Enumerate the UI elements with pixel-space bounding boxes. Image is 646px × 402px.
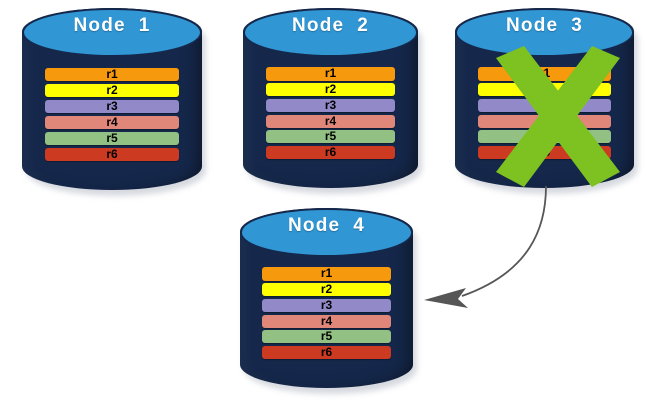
- row-r6[interactable]: r6: [265, 145, 396, 160]
- row-r6[interactable]: r6: [478, 145, 611, 160]
- row-r3[interactable]: r3: [265, 98, 396, 113]
- node-1-top-ellipse: [22, 8, 202, 58]
- row-r3[interactable]: r3: [262, 298, 391, 313]
- row-r1[interactable]: r1: [45, 67, 179, 82]
- node-2[interactable]: Node 2 r1 r2 r3 r4 r5 r6: [243, 8, 422, 194]
- row-r5[interactable]: r5: [262, 330, 391, 344]
- node-1[interactable]: Node 1 r1 r2 r3 r4 r5 r6: [22, 8, 206, 196]
- node-4[interactable]: Node 4 r1 r2 r3 r4 r5 r6: [240, 208, 417, 394]
- row-r2[interactable]: r2: [45, 83, 179, 98]
- row-r1[interactable]: r1: [478, 67, 611, 81]
- row-r3[interactable]: r3: [45, 99, 179, 114]
- row-r4[interactable]: r4: [265, 114, 396, 128]
- row-r4[interactable]: r4: [262, 314, 391, 328]
- row-r1[interactable]: r1: [265, 67, 396, 81]
- node-4-top-ellipse: [240, 208, 413, 257]
- node-4-rows: r1 r2 r3 r4 r5 r6: [262, 267, 391, 360]
- row-r5[interactable]: r5: [45, 131, 179, 145]
- node-3-top-ellipse: [455, 8, 634, 57]
- node-2-rows: r1 r2 r3 r4 r5 r6: [265, 67, 396, 160]
- row-r3[interactable]: r3: [478, 98, 611, 113]
- row-r6[interactable]: r6: [262, 345, 391, 360]
- node-3[interactable]: Node 3 r1 r2 r3 r4 r5 r6: [455, 8, 638, 194]
- row-r1[interactable]: r1: [262, 267, 391, 281]
- node-1-rows: r1 r2 r3 r4 r5 r6: [45, 67, 179, 161]
- row-r4[interactable]: r4: [45, 115, 179, 129]
- arrow-head-icon: [424, 288, 468, 308]
- row-r2[interactable]: r2: [478, 82, 611, 97]
- node-3-rows: r1 r2 r3 r4 r5 r6: [478, 67, 611, 160]
- row-r5[interactable]: r5: [478, 130, 611, 144]
- row-r2[interactable]: r2: [265, 82, 396, 97]
- row-r6[interactable]: r6: [45, 147, 179, 161]
- row-r4[interactable]: r4: [478, 114, 611, 128]
- row-r5[interactable]: r5: [265, 130, 396, 144]
- node-2-top-ellipse: [243, 8, 418, 57]
- row-r2[interactable]: r2: [262, 282, 391, 297]
